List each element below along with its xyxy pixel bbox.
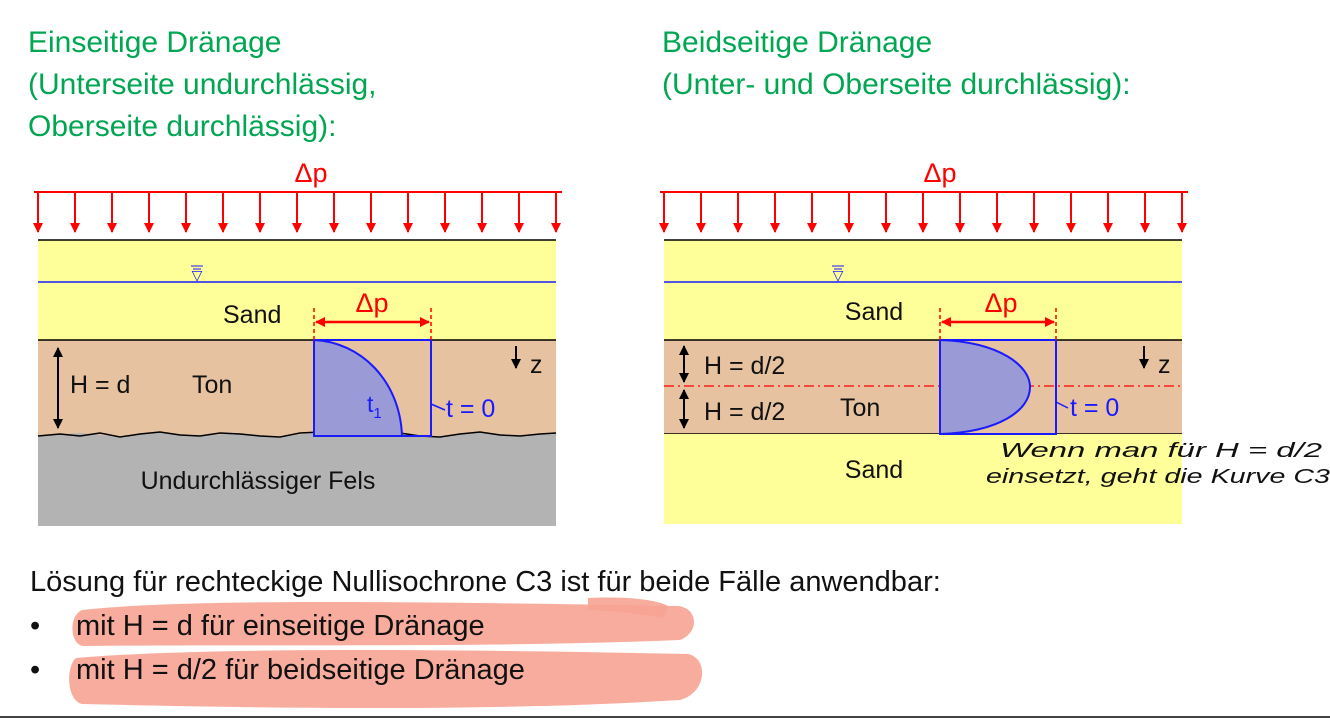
right-water-table-symbol: ▽	[833, 267, 844, 283]
left-isochrone-t1	[313, 338, 404, 437]
handwritten-note-line-1: Wenn man für H = d/2	[1000, 440, 1322, 462]
right-height-lower-label: H = d/2	[704, 398, 785, 426]
left-t0-leader	[430, 403, 446, 411]
left-t1-label: t1	[367, 391, 382, 422]
right-heading: Beidseitige Dränage (Unter- und Oberseit…	[662, 22, 1131, 106]
left-height-label: H = d	[70, 371, 130, 399]
left-bedrock-label: Undurchlässiger Fels	[141, 467, 376, 495]
left-panel: ▽ Δp Sand Ton Undurchlässiger Fels H = d…	[33, 158, 562, 526]
left-bedrock	[38, 432, 556, 526]
bullet-text-1: mit H = d für einseitige Dränage	[76, 610, 485, 642]
conclusion-text: Lösung für rechteckige Nullisochrone C3 …	[30, 560, 941, 692]
left-heading: Einseitige Dränage (Unterseite undurchlä…	[28, 22, 377, 148]
right-clay-label: Ton	[840, 394, 880, 422]
bullet-text-2: mit H = d/2 für beidseitige Dränage	[76, 654, 525, 686]
left-heading-line-1: Einseitige Dränage	[28, 26, 282, 59]
highlighter-mark	[69, 597, 703, 708]
left-z-label: z	[530, 351, 543, 379]
right-load-arrows	[659, 192, 1187, 233]
right-load-label: Δp	[923, 158, 956, 188]
drainage-diagram: ▽ Δp Sand Ton Undurchlässiger Fels H = d…	[33, 158, 1330, 526]
bullet-dot-2: •	[30, 654, 41, 686]
left-load-arrows	[33, 192, 561, 233]
right-height-upper-label: H = d/2	[704, 352, 785, 380]
right-dp-label: Δp	[984, 288, 1017, 318]
left-heading-line-3: Oberseite durchlässig):	[28, 110, 337, 143]
right-sand-bottom	[664, 434, 1182, 524]
left-t0-label: t = 0	[446, 395, 495, 423]
conclusion-main-line: Lösung für rechteckige Nullisochrone C3 …	[30, 566, 941, 598]
right-sand-top	[664, 240, 1182, 340]
right-isochrone-curve	[939, 338, 1032, 436]
left-sand-layer	[38, 240, 556, 340]
left-bedrock-surface	[37, 431, 557, 438]
left-sand-label: Sand	[223, 301, 281, 329]
bullet-item-2: • mit H = d/2 für beidseitige Dränage	[30, 648, 941, 692]
right-heading-line-2: (Unter- und Oberseite durchlässig):	[662, 68, 1131, 101]
right-sand-top-label: Sand	[845, 298, 903, 326]
left-water-table-symbol: ▽	[192, 267, 203, 283]
handwritten-note-line-2: einsetzt, geht die Kurve C3	[986, 466, 1330, 488]
right-heading-line-1: Beidseitige Dränage	[662, 26, 933, 59]
left-dp-label: Δp	[355, 288, 388, 318]
right-z-label: z	[1158, 351, 1171, 379]
right-clay-layer	[664, 340, 1182, 434]
left-clay-layer	[38, 340, 556, 436]
left-load-label: Δp	[294, 158, 327, 188]
left-clay-label: Ton	[192, 371, 232, 399]
bullet-item-1: • mit H = d für einseitige Dränage	[30, 604, 941, 648]
left-heading-line-2: (Unterseite undurchlässig,	[28, 68, 377, 101]
bullet-dot-1: •	[30, 610, 41, 642]
right-t0-label: t = 0	[1070, 394, 1119, 422]
right-t0-leader	[1055, 401, 1069, 409]
bottom-rule	[0, 716, 1330, 718]
handwritten-note: Wenn man für H = d/2 einsetzt, geht die …	[986, 440, 1330, 488]
right-sand-bottom-label: Sand	[845, 456, 903, 484]
right-panel: ▽ Δp Sand Ton Sand H = d/2 H = d/2 t = 0…	[659, 158, 1188, 524]
